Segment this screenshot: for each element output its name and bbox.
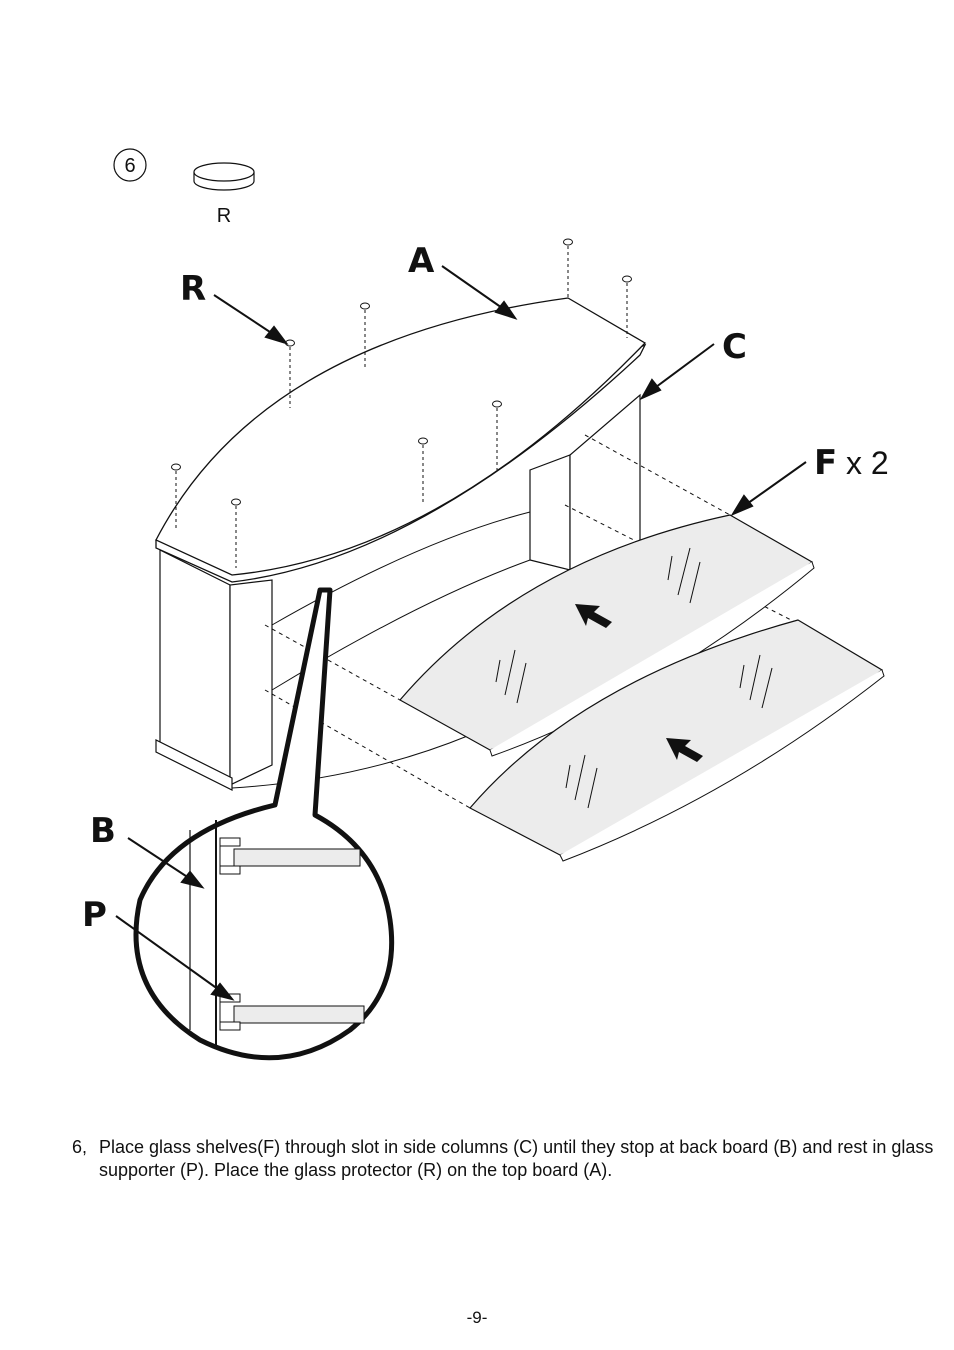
detail-magnifier xyxy=(133,587,395,1061)
callout-r: R xyxy=(180,269,206,309)
callout-b: B xyxy=(90,811,116,851)
glass-shelf-lower xyxy=(469,619,885,862)
assembly-diagram: 6 R xyxy=(82,148,889,1061)
insert-arrow-lower xyxy=(666,738,703,762)
instruction-text: Place glass shelves(F) through slot in s… xyxy=(99,1137,934,1180)
step-number: 6 xyxy=(124,155,135,177)
instruction-number: 6, xyxy=(72,1137,88,1157)
side-column-right xyxy=(529,393,641,571)
part-label-r: R xyxy=(217,205,231,227)
protector-drop-points xyxy=(171,238,632,506)
side-column-left xyxy=(155,549,273,791)
callout-c: C xyxy=(722,327,747,367)
shelf-slot-upper xyxy=(219,837,361,875)
callout-p: P xyxy=(82,895,107,935)
leader-arrows xyxy=(115,265,807,1001)
callout-f: F xyxy=(814,443,837,483)
callout-f-quantity: x 2 xyxy=(846,445,889,481)
step-badge xyxy=(113,148,147,182)
insert-arrow-upper xyxy=(575,604,612,628)
glass-shelf-upper xyxy=(399,514,815,757)
callout-a: A xyxy=(408,241,435,281)
top-board xyxy=(155,297,647,583)
page-number: -9- xyxy=(466,1308,488,1327)
glass-protector-part-icon xyxy=(193,162,255,191)
